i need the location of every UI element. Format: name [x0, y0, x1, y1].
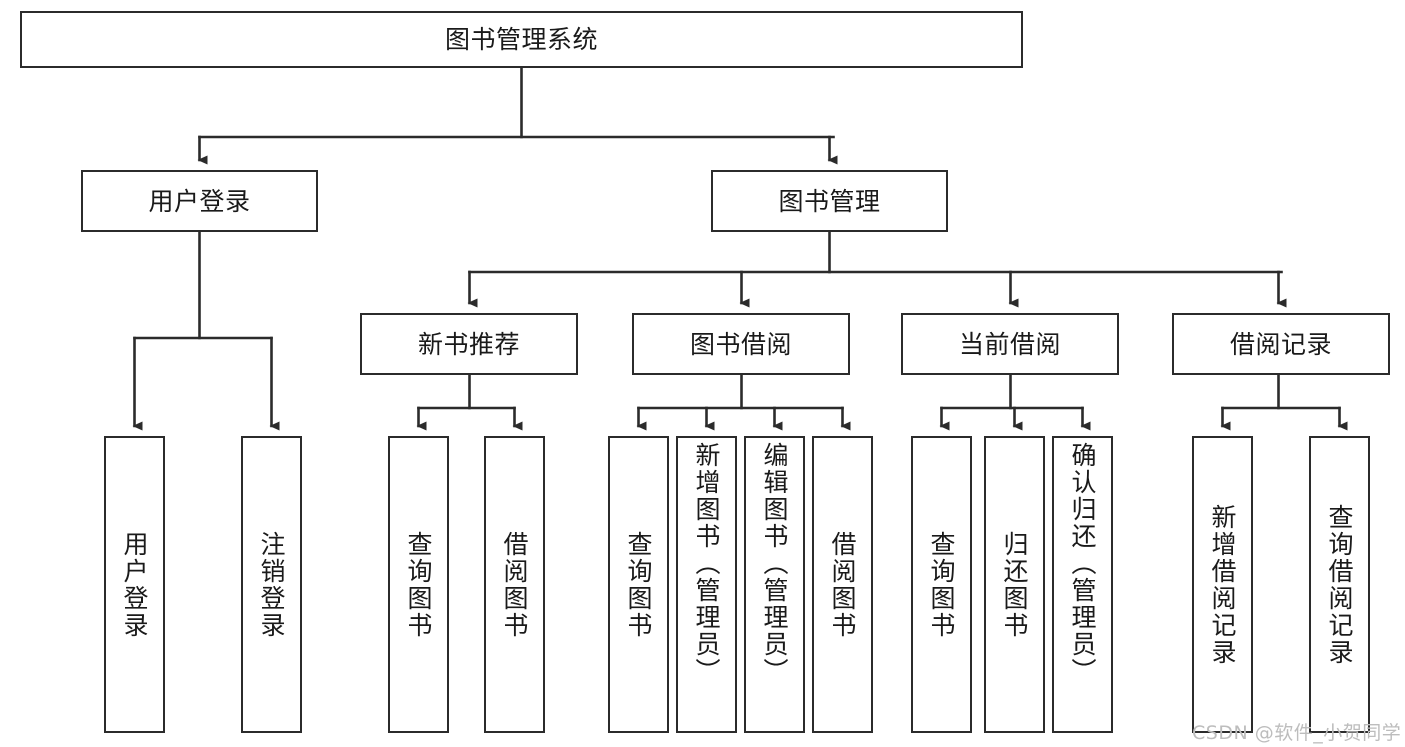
node-leaf-leaf-query-book-b[interactable]: 查询图书: [608, 436, 669, 733]
node-leaf-leaf-add-record[interactable]: 新增借阅记录: [1192, 436, 1253, 733]
node-leaf-leaf-query-record[interactable]: 查询借阅记录: [1309, 436, 1370, 733]
node-label: 查询图书: [624, 530, 653, 639]
node-label: 新书推荐: [417, 329, 520, 359]
node-label: 确认归还（管理员）: [1068, 442, 1097, 685]
node-label: 图书管理系统: [444, 25, 598, 54]
node-label: 查询借阅记录: [1325, 503, 1354, 666]
node-leaf-leaf-borrow-book-b[interactable]: 借阅图书: [812, 436, 873, 733]
node-level2-borrow-record[interactable]: 借阅记录: [1172, 313, 1390, 375]
node-root-root[interactable]: 图书管理系统: [20, 11, 1023, 68]
node-level1-book-manage[interactable]: 图书管理: [711, 170, 948, 232]
node-leaf-leaf-logout[interactable]: 注销登录: [241, 436, 302, 733]
node-label: 新增借阅记录: [1208, 503, 1237, 666]
csdn-watermark: CSDN @软件_小贺同学: [1192, 722, 1402, 744]
node-leaf-leaf-return-book[interactable]: 归还图书: [984, 436, 1045, 733]
node-label: 编辑图书（管理员）: [760, 442, 789, 685]
node-leaf-leaf-add-book[interactable]: 新增图书（管理员）: [676, 436, 737, 733]
node-level1-user-login[interactable]: 用户登录: [81, 170, 318, 232]
node-level2-current-borrow[interactable]: 当前借阅: [901, 313, 1119, 375]
node-label: 新增图书（管理员）: [692, 442, 721, 685]
node-label: 借阅图书: [828, 530, 857, 639]
node-label: 用户登录: [120, 530, 149, 639]
node-label: 归还图书: [1000, 530, 1029, 639]
node-label: 图书借阅: [689, 329, 792, 359]
node-leaf-leaf-edit-book[interactable]: 编辑图书（管理员）: [744, 436, 805, 733]
node-label: 图书管理: [778, 186, 881, 216]
node-leaf-leaf-user-login[interactable]: 用户登录: [104, 436, 165, 733]
node-label: 注销登录: [257, 530, 286, 639]
node-label: 借阅记录: [1229, 329, 1332, 359]
node-leaf-leaf-query-book-a[interactable]: 查询图书: [388, 436, 449, 733]
node-leaf-leaf-confirm-return[interactable]: 确认归还（管理员）: [1052, 436, 1113, 733]
node-label: 查询图书: [927, 530, 956, 639]
node-label: 当前借阅: [958, 329, 1061, 359]
node-label: 借阅图书: [500, 530, 529, 639]
node-label: 查询图书: [404, 530, 433, 639]
node-level2-new-book-rec[interactable]: 新书推荐: [360, 313, 578, 375]
node-level2-book-borrow[interactable]: 图书借阅: [632, 313, 850, 375]
node-leaf-leaf-query-book-c[interactable]: 查询图书: [911, 436, 972, 733]
node-label: 用户登录: [148, 186, 251, 216]
node-leaf-leaf-borrow-book-a[interactable]: 借阅图书: [484, 436, 545, 733]
